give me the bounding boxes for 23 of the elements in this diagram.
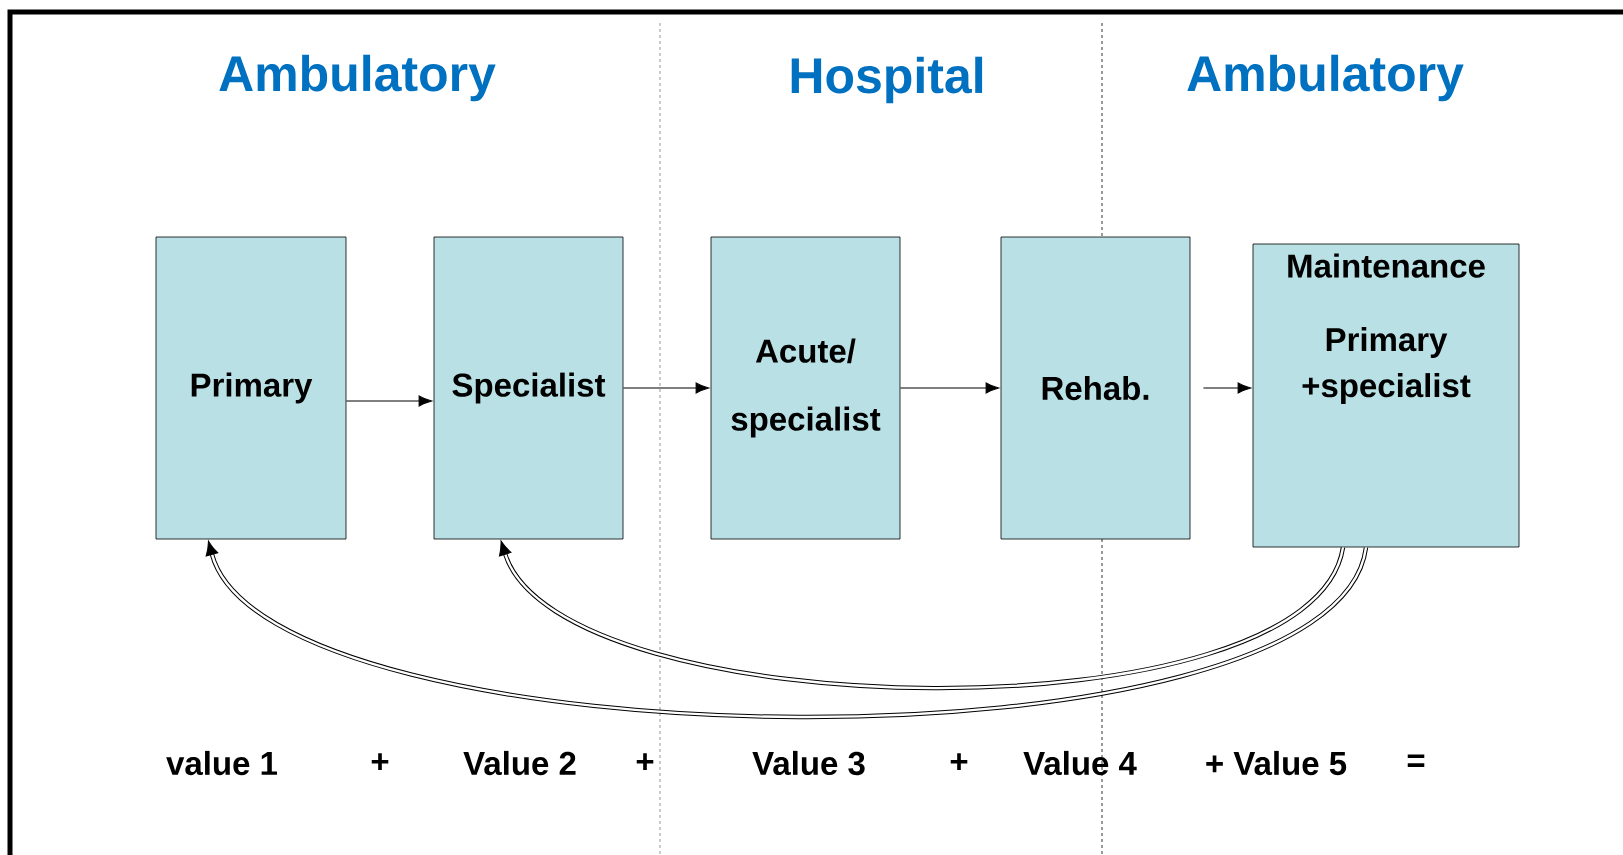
value-label: Value 4 <box>1023 750 1137 776</box>
process-box: Primary <box>155 236 347 540</box>
section-heading: Ambulatory <box>219 54 496 102</box>
arrow <box>1202 382 1252 394</box>
arrow <box>345 395 433 407</box>
arrow <box>498 540 1345 691</box>
arrow <box>205 540 1368 720</box>
value-label: Value 2 <box>463 750 576 776</box>
value-label: + Value 5 <box>1206 750 1347 776</box>
section-heading: Hospital <box>791 56 983 104</box>
section-heading: Ambulatory <box>1187 54 1464 102</box>
process-box: Acute/ specialist <box>710 236 901 540</box>
value-label: + <box>636 753 654 771</box>
value-label: + <box>371 753 389 771</box>
process-box: Rehab. <box>1000 236 1191 540</box>
arrow <box>622 382 710 394</box>
value-label: Value 3 <box>752 750 865 776</box>
process-box: Specialist <box>433 236 624 540</box>
value-label: = <box>1407 754 1425 767</box>
value-label: + <box>950 753 968 771</box>
value-label: value 1 <box>166 750 277 776</box>
process-box: Maintenance Primary +specialist <box>1252 243 1520 548</box>
arrow <box>899 382 1000 394</box>
